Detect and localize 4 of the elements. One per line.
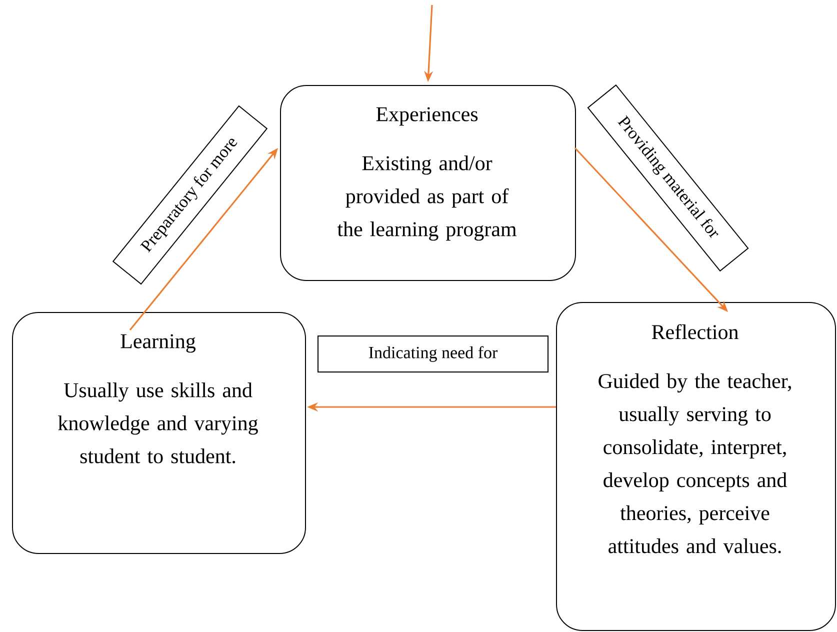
process-box: Experiences Existing and/or provided as part of the learning program (280, 85, 576, 281)
process-box: Reflection Guided by the teacher, usually serving to consolidate, interpret, develop concepts and theories, perceive attitudes and values. (556, 302, 836, 631)
process-box: Learning Usually use skills and knowledge and varying student to student. (12, 312, 306, 554)
edge-label: Indicating need for (318, 336, 548, 372)
